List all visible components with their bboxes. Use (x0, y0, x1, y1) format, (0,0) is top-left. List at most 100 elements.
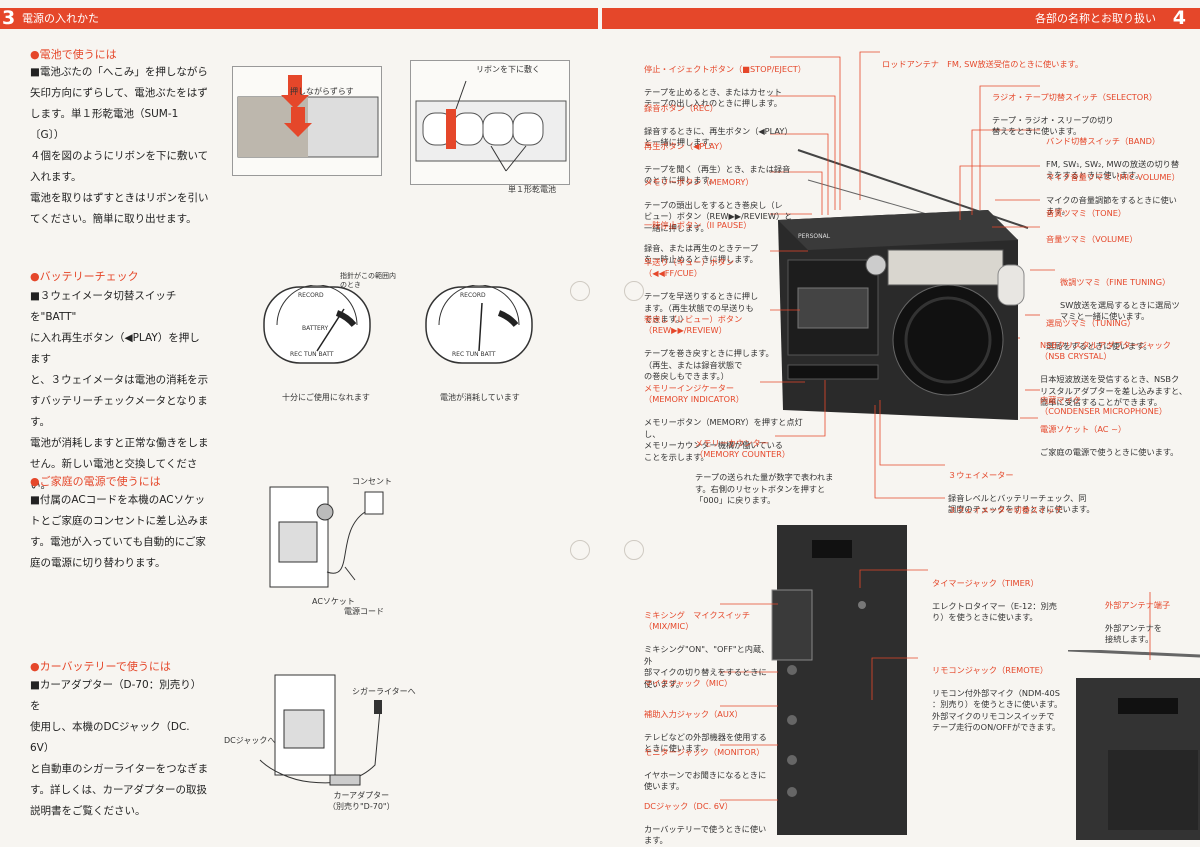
meter-low-record-label: RECORD (460, 292, 486, 299)
label-title: メモリーボタン（MEMORY） (644, 176, 754, 187)
label-title: 内蔵マイク （CONDENSER MICROPHONE） (1040, 394, 1168, 417)
label-timer-jack: タイマージャック（TIMER） エレクトロタイマー（E-12：別売 り）を使うと… (932, 566, 1082, 635)
battery-insert-figure (410, 60, 570, 185)
label-title: マイクジャック（MIC） (644, 677, 733, 688)
header-bar-right: 各部の名称とお取り扱い 4 (602, 8, 1200, 29)
section-body-car-battery: ■カーアダプター（D-70：別売り）を 使用し、本機のDCジャック（DC. 6V… (30, 679, 209, 817)
meter-ok-record-label: RECORD (298, 292, 324, 299)
label-title: 早送り（キュー）ボタン （◀◀FF/CUE） (644, 256, 735, 279)
label-rew-review: 巻戻し（レビュー）ボタン （REW▶▶/REVIEW） テープを巻き戻すときに押… (644, 302, 814, 394)
page-number: 3 (2, 7, 16, 29)
label-play: 再生ボタン（◀PLAY） テープを聞く（再生）とき、または録音 のときに押します… (644, 129, 829, 198)
label-desc: ミキシング"ON"、"OFF"と内蔵、外 部マイクの切り替えをするときに 使いま… (644, 644, 770, 689)
meter-ok-battery-label: BATTERY (302, 325, 329, 332)
ac-cord-figure (265, 472, 395, 612)
left-page: 3 電源の入れかた ●電池で使うには ■電池ぶたの「へこみ」を押しながら 矢印方… (0, 7, 598, 817)
caption-meter-low: 電池が消耗しています (440, 393, 520, 402)
right-page: 各部の名称とお取り扱い 4 PERSONAL (600, 0, 1200, 847)
page-title: 電源の入れかた (22, 12, 99, 25)
label-desc: テープを聞く（再生）とき、または録音 のときに押します。 (644, 163, 791, 186)
label-condenser-mic: 内蔵マイク （CONDENSER MICROPHONE） (1040, 383, 1198, 429)
label-desc: テープを早送りするときに押し ます。（再生状態での早送りも できます。） (644, 291, 759, 324)
label-title: ３ウェイメーター (948, 469, 1014, 480)
label-pause: 一時停止ボタン（II PAUSE） 録音、または再生のときテープ を一時止めると… (644, 208, 819, 277)
label-desc: 外部アンテナを 接続します。 (1105, 622, 1162, 645)
label-3way-switch: ３ウェイメーター切替スイッチ (948, 493, 1128, 528)
label-volume: 音量ツマミ（VOLUME） (1046, 222, 1196, 257)
radio-cassette-illustration: PERSONAL (768, 140, 1038, 430)
label-desc: テープを巻き戻すときに押します。 （再生、または録音状態で の巻戻しもできます。… (644, 348, 774, 381)
label-tuning: 選局ツマミ（TUNING） 選局をするときに使います。 (1046, 306, 1196, 364)
section-title-car-battery: ●カーバッテリーで使うには (30, 660, 171, 673)
label-title: DCジャック（DC. 6V） (644, 800, 733, 811)
label-desc: 録音するときに、再生ボタン（◀PLAY） と一緒に押します。 (644, 125, 793, 148)
label-desc: FM, SW₁, SW₂, MWの放送の切り替 えをするときに使います。 (1046, 158, 1180, 181)
label-rod-antenna: ロッドアンテナ FM, SW放送受信のときに使います。 (882, 47, 1112, 82)
label-title: 外部アンテナ端子 (1105, 599, 1171, 610)
label-3way-meter: ３ウェイメーター 録音レベルとバッテリーチェック、同 調度のチェックをするときに… (948, 458, 1128, 527)
label-desc: テレビなどの外部機器を使用する ときに使います。 (644, 731, 767, 754)
label-desc: SW放送を選局するときに選局ツ マミと一緒に使います。 (1060, 299, 1180, 322)
label-title: ３ウェイメーター切替スイッチ (948, 504, 1063, 515)
caption-power-cord: 電源コード (344, 607, 384, 616)
label-title: 選局ツマミ（TUNING） (1046, 317, 1136, 328)
battery-cover-figure (232, 66, 382, 176)
label-fine-tuning: 微調ツマミ（FINE TUNING） SW放送を選局するときに選局ツ マミと一緒… (1060, 265, 1198, 334)
side-panel-illustration (752, 520, 914, 840)
label-remote-jack: リモコンジャック（REMOTE） リモコン付外部マイク（NDM-40S ：別売り… (932, 653, 1082, 745)
caption-cigar: シガーライターへ (352, 687, 416, 696)
label-title: マイク音量ツマミ（MIC VOLUME） (1046, 171, 1180, 182)
label-desc: 日本短波放送を受信するとき、NSBク リスタルアダプターを差し込みますと、 簡単… (1040, 374, 1188, 407)
binder-hole (624, 540, 644, 560)
label-desc: リモコン付外部マイク（NDM-40S ：別売り）を使うときに使います。 外部マイ… (932, 687, 1063, 733)
label-desc: テープの頭出しをするとき巻戻し（レ ビュー）ボタン（REW▶▶/REVIEW）と… (644, 199, 793, 233)
label-desc: テープの送られた量が数字で表われま す。右側のリセットボタンを押すと 「000」… (695, 472, 834, 505)
label-desc: カーバッテリーで使うときに使い ます。 (644, 823, 767, 846)
label-aux-jack: 補助入力ジャック（AUX） テレビなどの外部機器を使用する ときに使います。 (644, 697, 774, 766)
label-monitor-jack: モニタージャック（MONITOR） イヤホーンでお聞きになるときに 使います。 (644, 735, 774, 804)
label-title: 補助入力ジャック（AUX） (644, 708, 743, 719)
label-desc: 録音、または再生のときテープ を一時止めるときに押します。 (644, 242, 759, 265)
label-title: メモリーカウンター （MEMORY COUNTER） (695, 437, 791, 460)
label-title: 微調ツマミ（FINE TUNING） (1060, 276, 1171, 287)
label-desc: ご家庭の電源で使うときに使います。 (1040, 446, 1179, 457)
label-title: 電源ソケット（AC ~） (1040, 423, 1127, 434)
label-mic-volume: マイク音量ツマミ（MIC VOLUME） マイクの音量調節をするときに使い ます… (1046, 160, 1196, 229)
label-desc: マイクの音量調節をするときに使い ます。 (1046, 194, 1177, 217)
label-stop-eject: 停止・イジェクトボタン（■STOP/EJECT） テープを止めるとき、またはカセ… (644, 52, 829, 121)
brand-label: PERSONAL (798, 233, 831, 240)
label-title: 一時停止ボタン（II PAUSE） (644, 219, 752, 230)
label-title: ミキシング マイクスイッチ （MIX/MIC） (644, 609, 751, 632)
binder-hole (570, 281, 590, 301)
label-ac-socket: 電源ソケット（AC ~） ご家庭の電源で使うときに使います。 (1040, 412, 1198, 470)
meter-low-scale-label: REC TUN BATT (452, 351, 496, 358)
label-title: 音質ツマミ（TONE） (1046, 207, 1127, 218)
caption-car-adapter: カーアダプター （別売り"D-70"） (328, 791, 395, 811)
label-memory-indicator: メモリーインジケーター （MEMORY INDICATOR） メモリーボタン（M… (644, 371, 819, 475)
section-title-home-power: ●ご家庭の電源で使うには (30, 475, 161, 488)
label-title: モニタージャック（MONITOR） (644, 746, 765, 757)
label-title: 録音ボタン（REC） (644, 102, 718, 113)
section-title-battery-check: ●バッテリーチェック (30, 270, 139, 283)
label-title: 巻戻し（レビュー）ボタン （REW▶▶/REVIEW） (644, 313, 743, 336)
label-desc: 選局をするときに使います。 (1046, 340, 1152, 351)
label-title: リモコンジャック（REMOTE） (932, 664, 1049, 675)
label-desc: テープ・ラジオ・スリープの切り 替えをときに使います。 (992, 114, 1114, 137)
label-mic-jack: マイクジャック（MIC） (644, 666, 774, 701)
page-number: 4 (1172, 7, 1186, 29)
page-title: 各部の名称とお取り扱い (1035, 12, 1156, 25)
caption-dc-jack: DCジャックへ (224, 736, 276, 745)
label-memory: メモリーボタン（MEMORY） テープの頭出しをするとき巻戻し（レ ビュー）ボタ… (644, 165, 829, 246)
meter-low: RECORD REC TUN BATT (424, 284, 534, 365)
caption-outlet: コンセント (352, 477, 392, 486)
caption-ribbon: リボンを下に敷く (476, 65, 540, 74)
label-desc: イヤホーンでお聞きになるときに 使います。 (644, 769, 767, 792)
label-selector: ラジオ・テープ切替スイッチ（SELECTOR） テープ・ラジオ・スリープの切り … (992, 80, 1192, 149)
label-title: 音量ツマミ（VOLUME） (1046, 233, 1138, 244)
section-body-battery: ■電池ぶたの「へこみ」を押しながら 矢印方向にずらして、電池ぶたをはず します。… (30, 66, 209, 225)
caption-needle-range: 指針がこの範囲内 のとき (340, 272, 396, 289)
label-title: ラジオ・テープ切替スイッチ（SELECTOR） (992, 91, 1158, 102)
caption-battery: 単１形乾電池 (508, 185, 556, 194)
caption-ac-socket: ACソケット (312, 597, 355, 606)
label-title: 再生ボタン（◀PLAY） (644, 140, 728, 151)
